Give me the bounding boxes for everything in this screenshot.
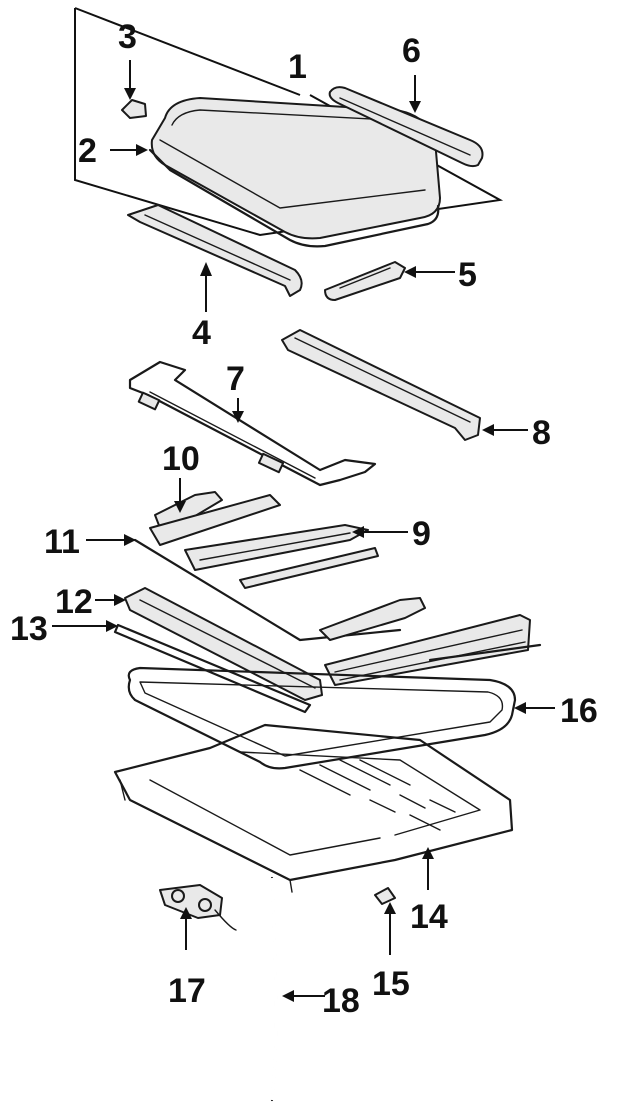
- callout-15: 15: [372, 965, 410, 1003]
- part-3-clip: [121, 99, 147, 119]
- callout-12: 12: [55, 583, 93, 621]
- callout-13: 13: [10, 610, 48, 648]
- part-18-drain-hose: [270, 876, 278, 1102]
- callout-11: 11: [44, 523, 80, 561]
- part-14-housing-frame: [113, 723, 514, 893]
- part-5-guide-block: [324, 261, 406, 301]
- part-8-rear-cross-bar: [281, 329, 481, 441]
- part-4-front-rail: [127, 204, 303, 297]
- callout-18: 18: [322, 982, 360, 1020]
- callout-17: 17: [168, 972, 206, 1010]
- callout-7: 7: [226, 360, 245, 398]
- part-7-sunshade-frame: [128, 360, 377, 487]
- callout-1: 1: [288, 48, 307, 86]
- callout-10: 10: [162, 440, 200, 478]
- callout-labels: 1 2 3 4 5 6 7 8 9 10 11 12 13 14 15 16 1…: [10, 18, 598, 1020]
- part-13-seal: [113, 623, 312, 714]
- callout-2: 2: [78, 132, 97, 170]
- callout-4: 4: [192, 314, 211, 352]
- part-15-clip: [374, 887, 396, 905]
- callout-3: 3: [118, 18, 137, 56]
- callout-6: 6: [402, 32, 421, 70]
- part-6-wind-deflector: [328, 86, 484, 168]
- part-12-side-rail: [124, 587, 323, 701]
- callout-9: 9: [412, 515, 431, 553]
- callout-14: 14: [410, 898, 448, 936]
- callout-5: 5: [458, 256, 477, 294]
- part-9-11-drive-assembly: [133, 494, 542, 686]
- part-2-glass-panel: [148, 97, 441, 248]
- callout-8: 8: [532, 414, 551, 452]
- callout-16: 16: [560, 692, 598, 730]
- part-16-weatherstrip: [127, 666, 517, 770]
- part-17-motor: [159, 884, 237, 931]
- leader-lines: [52, 60, 555, 1002]
